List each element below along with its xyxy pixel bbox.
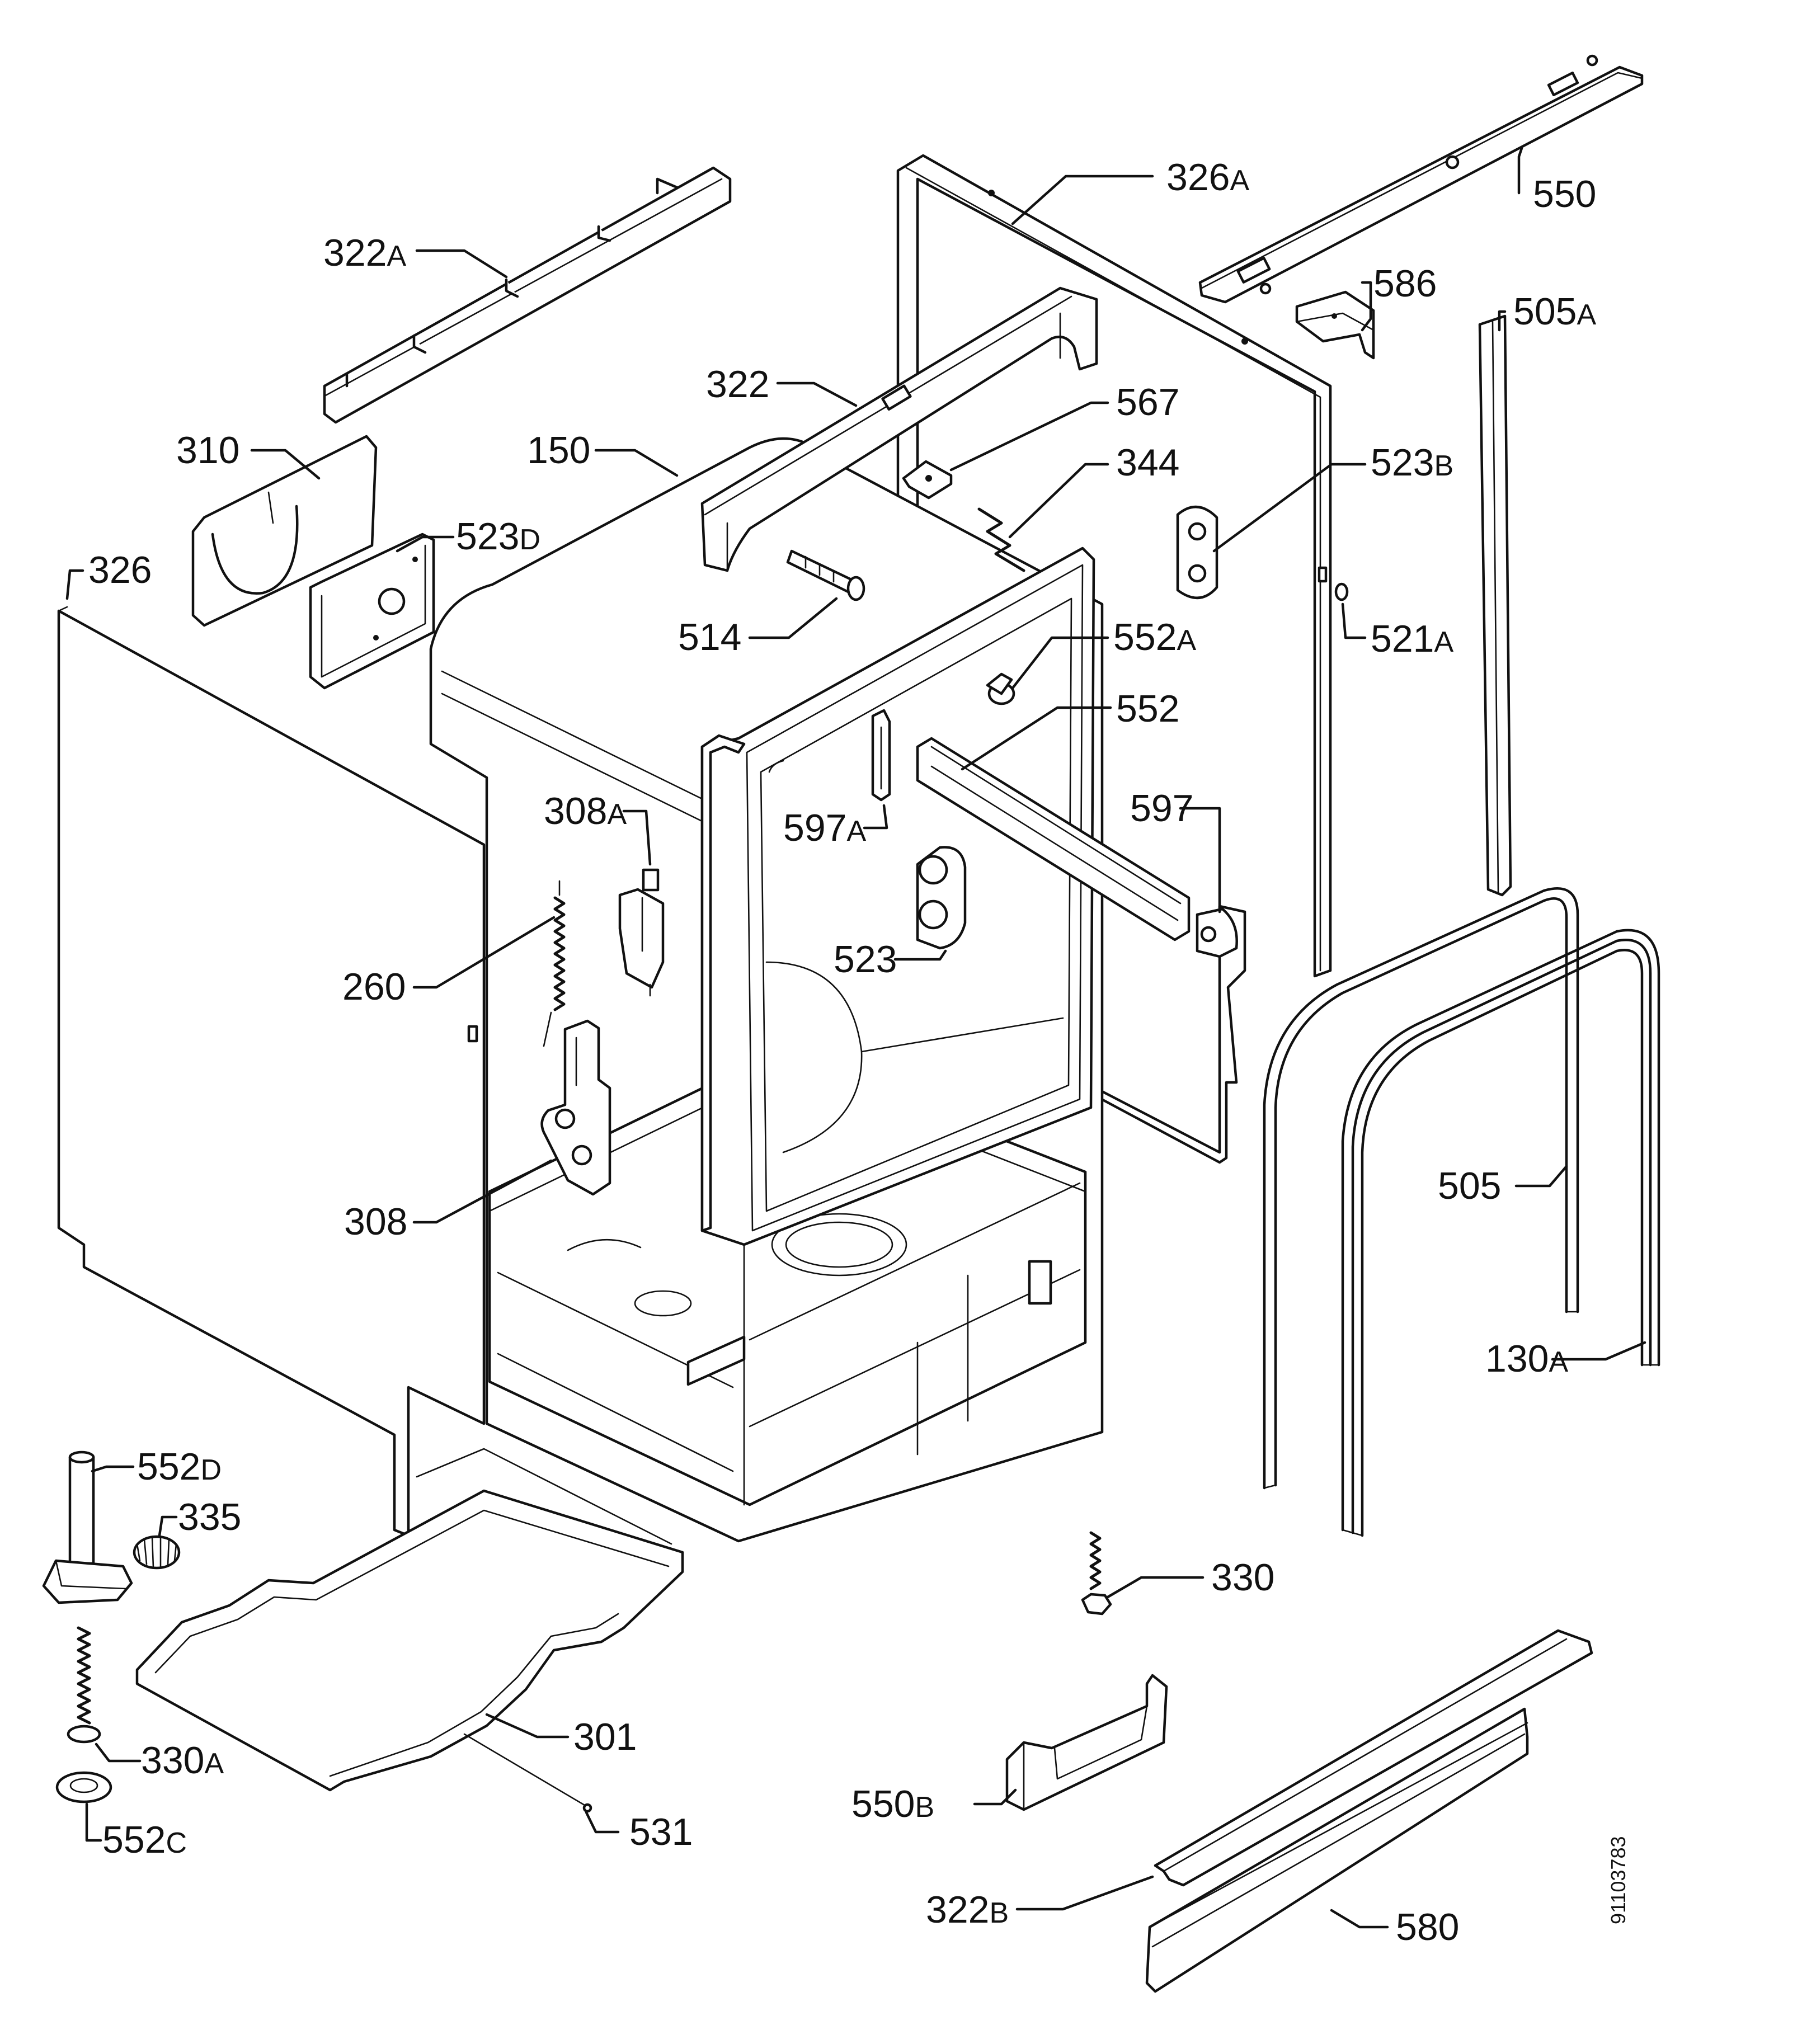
callout-531: 531 — [629, 1811, 693, 1853]
leader-lines — [65, 147, 1646, 1929]
part-322B-lower-trim — [1154, 1629, 1593, 1887]
callout-597: 597 — [1130, 787, 1193, 830]
callout-322A: 322A — [323, 232, 406, 274]
part-552A-button — [986, 672, 1015, 705]
callout-552: 552 — [1116, 687, 1179, 730]
part-505-door-seal — [1263, 887, 1579, 1490]
callout-523B: 523B — [1371, 441, 1453, 484]
callout-310: 310 — [176, 429, 239, 472]
callout-550: 550 — [1533, 173, 1596, 215]
part-597-catch — [1196, 907, 1238, 958]
callout-330A: 330A — [141, 1739, 224, 1782]
part-523D-filter-plate — [309, 533, 435, 690]
callout-552A: 552A — [1113, 616, 1196, 658]
callout-301: 301 — [573, 1716, 637, 1758]
callout-308: 308 — [344, 1200, 407, 1243]
callout-580: 580 — [1396, 1906, 1459, 1948]
part-550-top-rail — [1198, 54, 1644, 304]
callout-130A: 130A — [1485, 1337, 1568, 1380]
callout-326: 326 — [88, 549, 152, 591]
part-550B-bracket — [1005, 1674, 1168, 1811]
part-322A-upper-trim — [323, 166, 732, 424]
callout-552C: 552C — [102, 1819, 187, 1861]
part-586-bracket — [1295, 290, 1375, 360]
part-335-gear — [133, 1535, 181, 1570]
part-552-rail — [916, 737, 1191, 941]
part-580-kick-plate — [1145, 1707, 1529, 1993]
part-326-left-side-panel — [57, 606, 486, 1537]
part-322-top-trim — [700, 286, 1098, 572]
part-330A-screw — [67, 1626, 101, 1744]
callout-505A: 505A — [1513, 290, 1596, 333]
callout-326A: 326A — [1166, 156, 1249, 199]
part-260-spring — [543, 880, 566, 1047]
callout-586: 586 — [1373, 262, 1437, 305]
part-531-rod — [463, 1733, 592, 1813]
part-344-spring-wire — [977, 507, 1025, 572]
callout-260: 260 — [342, 966, 406, 1008]
part-308-hinge — [540, 1019, 611, 1196]
part-567-clip — [902, 460, 953, 500]
drawing-number: 91103783 — [1607, 1836, 1630, 1925]
part-523B-grommet — [1176, 506, 1218, 599]
part-552D-foot — [42, 1450, 133, 1604]
callout-150: 150 — [527, 429, 590, 472]
part-310-cover-plate — [191, 435, 378, 627]
callout-330: 330 — [1211, 1556, 1274, 1599]
part-505A-seal-strip — [1478, 314, 1512, 897]
callout-322: 322 — [706, 363, 769, 406]
part-523-double-grommet — [916, 846, 967, 950]
callout-322B: 322B — [926, 1888, 1009, 1931]
part-inner-door-frame — [700, 547, 1095, 1246]
callout-505: 505 — [1438, 1165, 1501, 1207]
callout-308A: 308A — [544, 790, 627, 832]
callout-335: 335 — [178, 1496, 241, 1538]
callout-523: 523 — [834, 938, 897, 981]
callout-597A: 597A — [783, 807, 866, 849]
part-597A-latch — [871, 709, 891, 802]
part-552C-foot-pad — [55, 1771, 112, 1803]
callout-344: 344 — [1116, 441, 1179, 484]
part-514-pin — [786, 549, 865, 601]
callout-552D: 552D — [137, 1445, 222, 1488]
part-130A-gasket — [1341, 929, 1660, 1537]
part-330-foot-screw — [1081, 1531, 1112, 1616]
part-301-base-tray — [135, 1448, 684, 1792]
callout-567: 567 — [1116, 381, 1179, 423]
part-308A-hinge — [618, 868, 665, 997]
callout-550B: 550B — [851, 1783, 934, 1825]
callout-523D: 523D — [456, 515, 540, 558]
callout-labels: 326A 550 322A 586 505A 322 567 310 150 3… — [88, 156, 1596, 1948]
callout-514: 514 — [678, 616, 741, 658]
part-521A-ring — [1334, 582, 1349, 601]
callout-521A: 521A — [1371, 618, 1453, 660]
